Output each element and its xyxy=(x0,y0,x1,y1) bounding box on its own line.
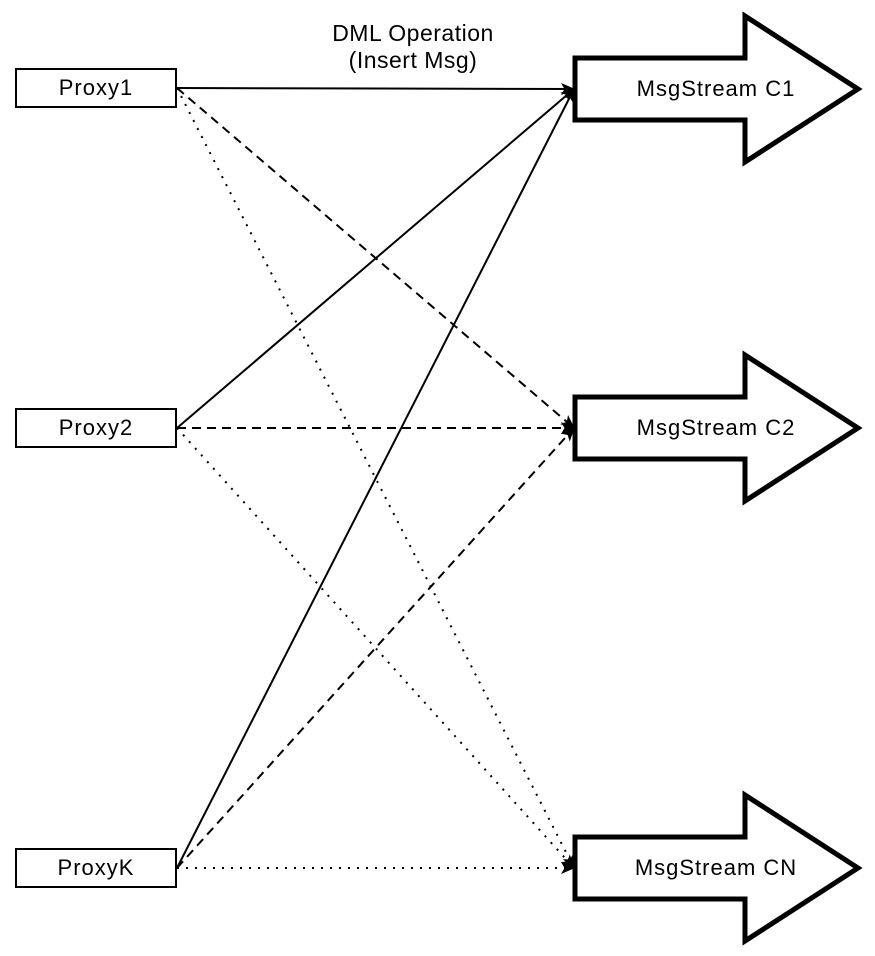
edge-proxy1-cn-dotted xyxy=(176,87,575,869)
proxy1-node: Proxy1 xyxy=(15,68,177,108)
msgstream-cn-arrow-shape xyxy=(572,790,863,946)
msgstream-c1-label: MsgStream C1 xyxy=(636,76,796,101)
proxy2-node: Proxy2 xyxy=(15,408,177,448)
diagram-title-line-1: DML Operation xyxy=(332,20,494,46)
proxyk-label: ProxyK xyxy=(57,855,135,880)
diagram-title: DML Operation (Insert Msg) xyxy=(283,20,543,74)
msgstream-cn-label: MsgStream CN xyxy=(634,855,798,880)
proxyk-node: ProxyK xyxy=(15,848,177,888)
diagram-title-line-2: (Insert Msg) xyxy=(348,47,478,73)
msgstream-c1-arrow-shape xyxy=(572,11,863,167)
msgstream-c2-label: MsgStream C2 xyxy=(636,415,796,440)
edge-proxy1-c1-solid xyxy=(176,82,575,95)
proxy1-label: Proxy1 xyxy=(58,75,134,100)
proxy2-label: Proxy2 xyxy=(58,415,134,440)
edge-proxy1-c2-dashed xyxy=(176,87,575,429)
msgstream-c2-arrow-shape xyxy=(572,350,863,506)
edge-proxyk-c2-dashed xyxy=(176,427,575,869)
edge-proxyk-c1-solid xyxy=(176,88,575,869)
